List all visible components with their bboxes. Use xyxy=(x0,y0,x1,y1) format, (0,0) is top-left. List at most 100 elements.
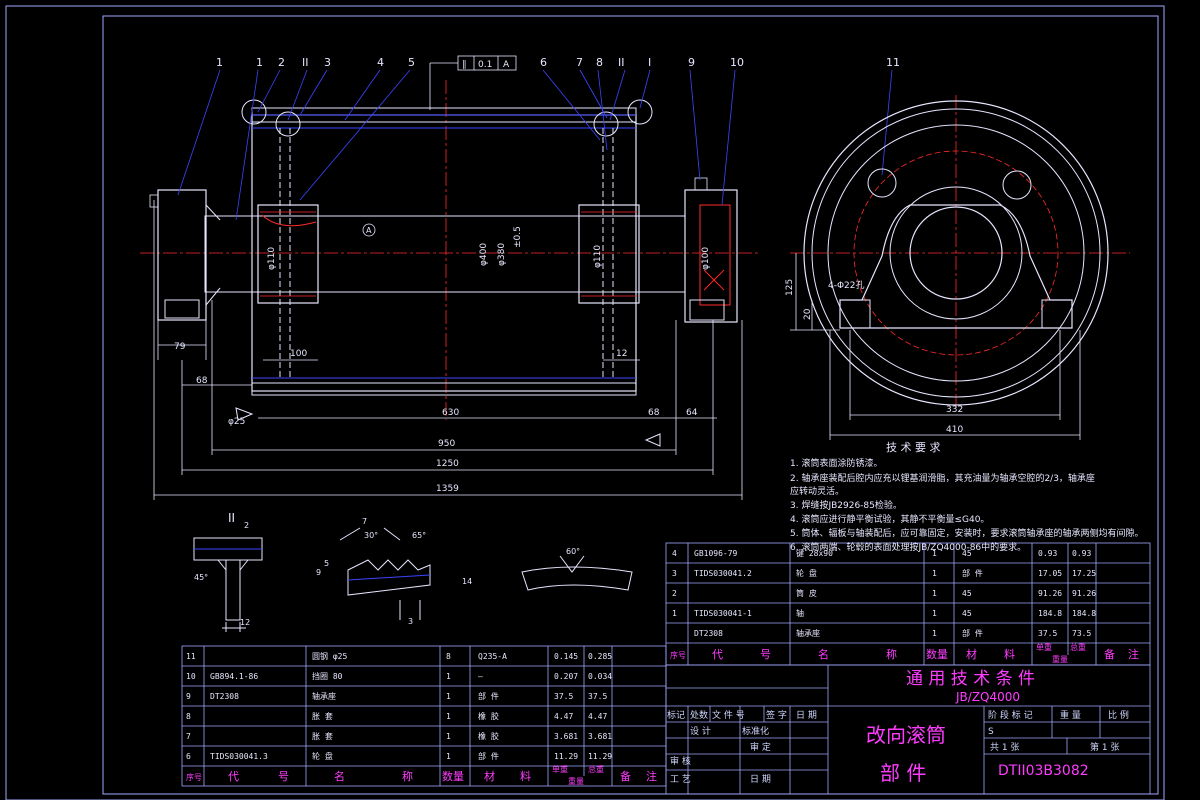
detail-views xyxy=(193,527,633,632)
lt-h-seq: 序号 xyxy=(186,772,202,782)
right-table-cell: 91.26 xyxy=(1072,589,1096,598)
lt-h-note1: 备 xyxy=(620,769,631,783)
stage-value: S xyxy=(988,727,994,737)
left-table-cell: — xyxy=(478,672,483,681)
right-table-cell: 1 xyxy=(932,569,937,578)
left-table-cell: 1 xyxy=(446,692,451,701)
left-table-cell: 10 xyxy=(186,672,196,681)
detail-II-angle: 45° xyxy=(194,573,208,582)
lt-h-total: 总重 xyxy=(588,764,604,774)
lt-h-name2: 称 xyxy=(402,769,413,783)
detail-II-label: II xyxy=(228,511,235,525)
detail-I-d5: 5 xyxy=(324,559,329,568)
datum-frame-ref: A xyxy=(503,60,510,70)
left-table-cell: TIDS030041.3 xyxy=(210,752,268,761)
right-table-cell: 3 xyxy=(672,569,677,578)
right-table-cell: TIDS030041-1 xyxy=(694,609,752,618)
detail-weld-angle: 60° xyxy=(566,547,580,556)
left-table-cell: DT2308 xyxy=(210,692,239,701)
dim-332: 332 xyxy=(946,405,963,415)
right-table-cell: 73.5 xyxy=(1072,629,1091,638)
left-table-cell: 圆钢 φ25 xyxy=(312,651,347,661)
left-table-cell: 8 xyxy=(186,712,191,721)
dim-phi-mid1: φ400 xyxy=(479,243,489,266)
right-table-header: 序号 代 号 名 称 数量 材 料 单重 总重 重量 备 注 xyxy=(670,642,1139,664)
dim-tol: ±0.5 xyxy=(513,226,523,248)
left-table-cell: 11 xyxy=(186,652,196,661)
right-table-cell: 184.8 xyxy=(1038,609,1062,618)
right-table-cell: 184.8 xyxy=(1072,609,1096,618)
left-table-cell: 部 件 xyxy=(478,691,499,701)
dim-410: 410 xyxy=(946,425,963,435)
rt-h-weight: 重量 xyxy=(1052,654,1068,664)
balloon-2: 2 xyxy=(278,56,285,69)
datum-frame-tol: 0.1 xyxy=(478,60,492,70)
left-table-cell: 轴承座 xyxy=(312,691,336,701)
right-table-cell: 4 xyxy=(672,549,677,558)
tb-craft: 工 艺 xyxy=(670,774,691,785)
rev-sign: 签 字 xyxy=(766,709,787,721)
tech-req-3: 应转动灵活。 xyxy=(790,485,844,497)
tech-req-4: 3. 焊缝按JB2926-85检验。 xyxy=(790,499,902,511)
left-table-cell: Q235-A xyxy=(478,652,507,661)
main-section-view xyxy=(140,55,893,500)
left-table-cell: 4.47 xyxy=(588,712,607,721)
detail-I-d30: 30° xyxy=(364,531,378,540)
dim-phi-right: φ110 xyxy=(593,245,603,268)
left-table-cell: 1 xyxy=(446,712,451,721)
left-table-cell: 橡 胶 xyxy=(478,711,499,721)
balloon-9: 9 xyxy=(688,56,695,69)
left-table-cell: 胀 套 xyxy=(312,711,333,721)
left-table-cell: GB894.1-86 xyxy=(210,672,258,681)
left-table-cell: 3.681 xyxy=(554,732,578,741)
tech-req-7: 6. 滚筒两端、轮毂的表面处理按JB/ZQ4000-86中的要求。 xyxy=(790,541,1026,553)
left-table-cell: 11.29 xyxy=(588,752,612,761)
balloon-6: 6 xyxy=(540,56,547,69)
tb-date: 日 期 xyxy=(750,774,771,785)
left-table-cell: 37.5 xyxy=(588,692,607,701)
right-table-cell: 37.5 xyxy=(1038,629,1057,638)
stage-label: 阶 段 标 记 xyxy=(988,709,1033,721)
right-table-cell: TIDS030041.2 xyxy=(694,569,752,578)
dim-12: 12 xyxy=(616,349,627,359)
right-table-cell: 轴承座 xyxy=(796,628,820,638)
rt-h-qty: 数量 xyxy=(926,648,948,661)
left-table-header: 序号 代 号 名 称 数量 材 料 单重 总重 重量 备 注 xyxy=(186,764,657,786)
right-table-cell: 17.25 xyxy=(1072,569,1096,578)
balloon-II-right: II xyxy=(618,56,625,69)
tech-title: 技 术 要 求 xyxy=(886,441,941,454)
weight-label: 重 量 xyxy=(1060,709,1081,721)
lt-h-code2: 号 xyxy=(278,770,289,783)
balloon-1b: 1 xyxy=(256,56,263,69)
lt-h-name1: 名 xyxy=(334,769,345,783)
lt-h-code1: 代 xyxy=(228,770,239,783)
left-table-cell: 橡 胶 xyxy=(478,731,499,741)
rt-h-note2: 注 xyxy=(1128,647,1139,661)
balloon-11: 11 xyxy=(886,56,900,69)
dim-phi-left: φ110 xyxy=(267,247,277,270)
left-table-cell: 部 件 xyxy=(478,751,499,761)
rt-h-seq: 序号 xyxy=(670,650,686,660)
balloon-1a: 1 xyxy=(216,56,223,69)
rt-h-unit: 单重 xyxy=(1036,642,1052,652)
detail-I-d3: 3 xyxy=(408,617,413,626)
balloon-4: 4 xyxy=(377,56,384,69)
right-table-cell: 1 xyxy=(932,609,937,618)
left-table-cell: 9 xyxy=(186,692,191,701)
right-table-cell: 1 xyxy=(932,589,937,598)
left-parts-table-grid xyxy=(181,645,667,787)
left-table-cell: 6 xyxy=(186,752,191,761)
left-table-cell: 1 xyxy=(446,752,451,761)
left-table-cell: 轮 盘 xyxy=(312,751,333,761)
balloon-5: 5 xyxy=(408,56,415,69)
left-table-cell: 8 xyxy=(446,652,451,661)
left-table-cell: 3.681 xyxy=(588,732,612,741)
right-table-cell: DT2308 xyxy=(694,629,723,638)
right-table-cell: 0.93 xyxy=(1038,549,1057,558)
tb-design: 设 计 xyxy=(690,725,711,737)
right-table-cell: 键 28x90 xyxy=(796,548,833,558)
end-view xyxy=(790,95,1130,440)
rt-h-name2: 称 xyxy=(886,647,897,661)
lt-h-note2: 注 xyxy=(646,769,657,783)
